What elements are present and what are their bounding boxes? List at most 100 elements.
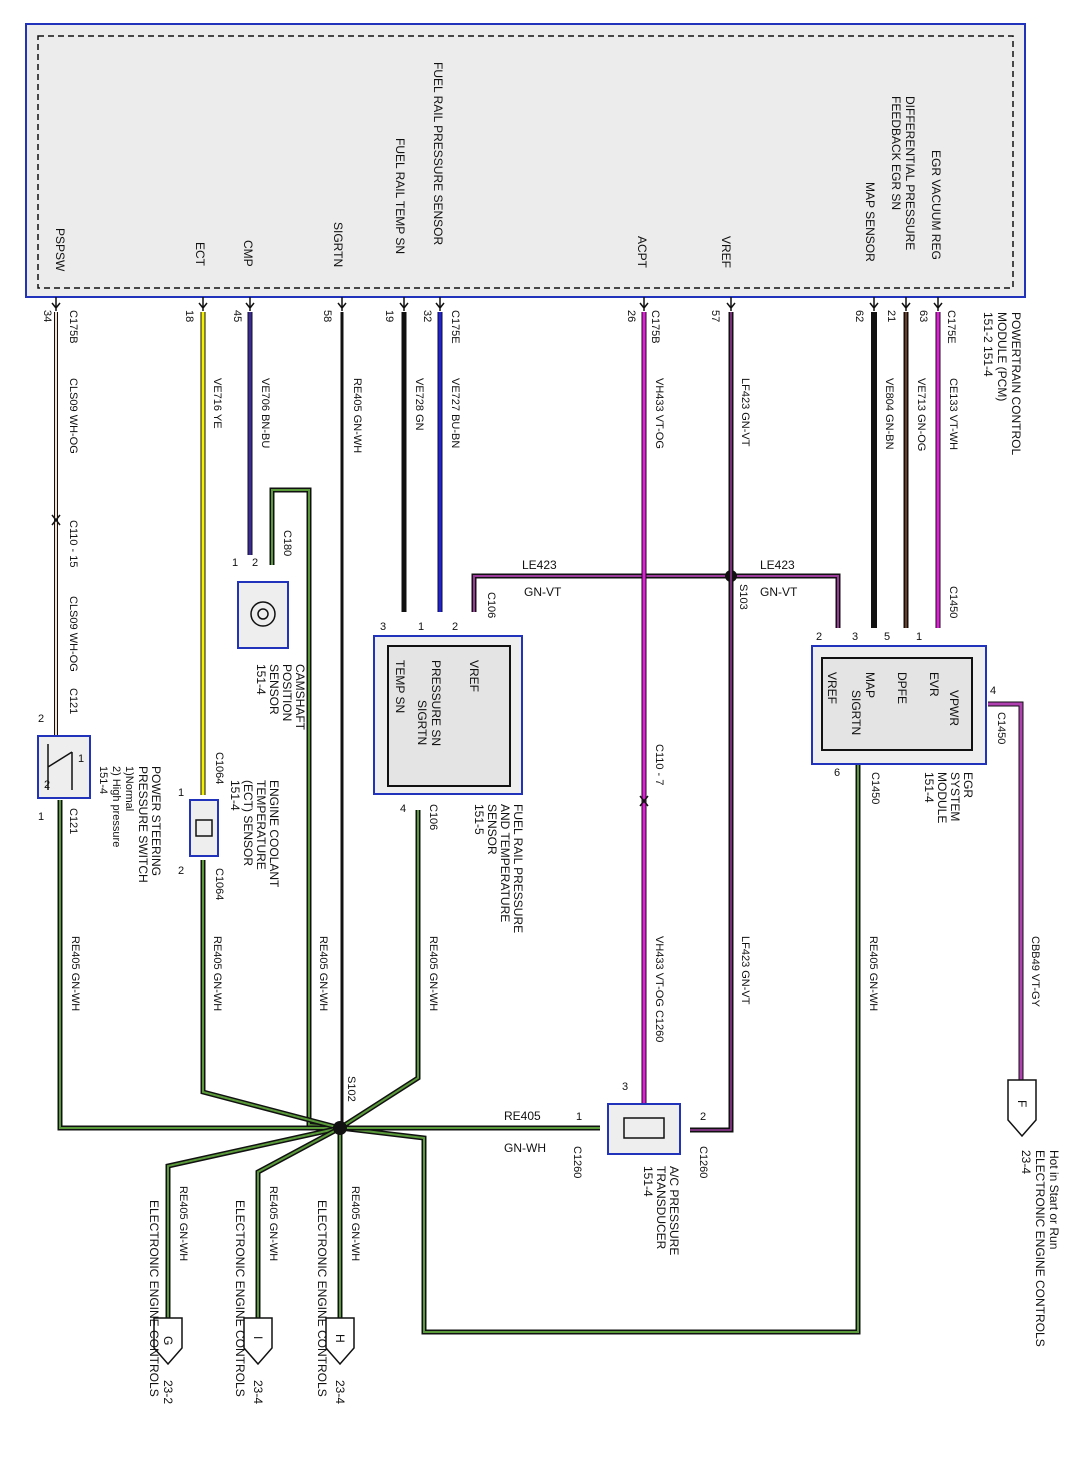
- ref-i-line1: ELECTRONIC ENGINE CONTROLS: [233, 1200, 247, 1397]
- ps-switch-line3: 1)Normal: [123, 766, 135, 811]
- ac-pressure-transducer: C1260 C1260 1 2 3 A/C PRESSURE TRANSDUCE…: [571, 1081, 709, 1255]
- power-steering-switch: 1 2 C121 C121 2 1 POWER STEERING PRESSUR…: [37, 688, 163, 883]
- pcm-title-3: 151-2 151-4: [981, 312, 995, 377]
- c121-pin1: 1: [38, 811, 44, 823]
- egr-pin4: 4: [990, 685, 996, 697]
- c106-pin4: 4: [400, 803, 406, 815]
- ps-switch-line1: POWER STEERING: [149, 766, 163, 876]
- wire-acpt-label: VH433 VT-OG: [653, 378, 665, 449]
- ps-switch-line5: 151-4: [97, 766, 109, 794]
- wire-vref-splice: LE423 GN-VT LE423 GN-VT S103: [471, 558, 841, 628]
- egr-module-line4: 151-4: [922, 772, 936, 803]
- ref-h: H ELECTRONIC ENGINE CONTROLS 23-4: [315, 1200, 355, 1404]
- cmp-sensor-line2: POSITION: [280, 664, 294, 721]
- wire-cmp: VE706 BN-BU: [247, 312, 271, 555]
- ac-line2: TRANSDUCER: [654, 1166, 668, 1250]
- ref-i-letter: I: [251, 1336, 265, 1339]
- pcm-pinnum-18: 18: [183, 310, 195, 322]
- wire-ect-label: VE716 YE: [211, 378, 223, 429]
- ref-g: G ELECTRONIC ENGINE CONTROLS 23-2: [147, 1200, 183, 1404]
- c1260-right: C1260: [697, 1146, 709, 1178]
- ground-wires: S102 RE405 GN-WH RE405 GN-WH RE405 GN-WH…: [57, 800, 600, 1318]
- c1450-right: C1450: [995, 712, 1007, 744]
- c1450-bot: C1450: [869, 772, 881, 804]
- ect-sensor-line2: TEMPERATURE: [254, 780, 268, 870]
- c1064-top: C1064: [213, 752, 225, 784]
- pcm-pin-dpfe: DIFFERENTIAL PRESSURE: [903, 96, 917, 250]
- pcm-pin-frts: FUEL RAIL TEMP SN: [393, 138, 407, 254]
- wire-cmp-label: VE706 BN-BU: [259, 378, 271, 448]
- frp-int-sigrtn: SIGRTN: [415, 700, 429, 745]
- wire-vpwr-label: CBB49 VT-GY: [1029, 936, 1041, 1008]
- fuel-rail-sensor: VREF PRESSURE SN SIGRTN TEMP SN C106 C10…: [373, 592, 525, 933]
- wire-pspsw-label: CLS09 WH-OG: [67, 378, 79, 454]
- gnd-label-pssw: RE405 GN-WH: [69, 936, 81, 1011]
- c1260-pin2: 2: [700, 1111, 706, 1123]
- egr-module: VPWR EVR DPFE MAP SIGRTN VREF C1450 C145…: [811, 586, 1007, 823]
- c106-pin2: 2: [452, 621, 458, 633]
- c1450-top: C1450: [947, 586, 959, 618]
- c180-pin1: 1: [232, 557, 238, 569]
- c1064-pin1: 1: [178, 787, 184, 799]
- ref-h-letter: H: [333, 1334, 347, 1343]
- splice-s103-label: S103: [737, 584, 749, 610]
- c180-label: C180: [281, 530, 293, 556]
- wire-pspsw: CLS09 WH-OG C110 - 15 CLS09 WH-OG: [51, 312, 79, 737]
- ps-switch-line4: 2) High pressure: [110, 766, 122, 847]
- wire-dpfe: VE713 GN-OG: [903, 312, 927, 628]
- pcm-pinnum-32: 32: [421, 310, 433, 322]
- pcm-pinnum-62: 62: [853, 310, 865, 322]
- egr-pin6: 6: [834, 767, 840, 779]
- egr-module-line3: MODULE: [935, 772, 949, 823]
- c1260-pin1: 1: [576, 1111, 582, 1123]
- pcm-pin-ect: ECT: [193, 242, 207, 267]
- pcm-title-1: POWERTRAIN CONTROL: [1009, 312, 1023, 455]
- gnd-label-ac-top: RE405: [504, 1109, 541, 1123]
- pcm-pinnum-57: 57: [709, 310, 721, 322]
- splice-left-bot: GN-VT: [524, 585, 562, 599]
- ac-line1: A/C PRESSURE: [667, 1166, 681, 1255]
- egr-pin2: 2: [816, 631, 822, 643]
- wire-fuel-temp-label: VE728 GN: [413, 378, 425, 431]
- pcm-pin-acpt: ACPT: [635, 236, 649, 269]
- pcm-title-2: MODULE (PCM): [995, 312, 1009, 401]
- egr-int-map: MAP: [863, 672, 877, 698]
- wire-vref: LF423 GN-VT LF423 GN-VT: [690, 312, 751, 1133]
- ref-i: I ELECTRONIC ENGINE CONTROLS 23-4: [233, 1200, 273, 1404]
- frp-sensor-line4: 151-5: [472, 804, 486, 835]
- pcm-pinnum-58: 58: [321, 310, 333, 322]
- wire-vpwr: CBB49 VT-GY: [988, 701, 1041, 1080]
- frp-sensor-line2: AND TEMPERATURE: [498, 804, 512, 922]
- wire-egr-ground: RE405 GN-WH: [339, 755, 879, 1335]
- wire-dpfe-label: VE713 GN-OG: [915, 378, 927, 451]
- ref-g-line1: ELECTRONIC ENGINE CONTROLS: [147, 1200, 161, 1397]
- pcm-pin-evr: EGR VACUUM REG: [929, 150, 943, 260]
- egr-int-sigrtn: SIGRTN: [849, 690, 863, 735]
- cmp-sensor-line1: CAMSHAFT: [293, 664, 307, 731]
- pcm-pinnum-19: 19: [383, 310, 395, 322]
- pcm-conn-c175e-a: C175E: [449, 310, 461, 344]
- wire-map-label: VE804 GN-BN: [883, 378, 895, 450]
- wire-vref-label-2: LF423 GN-VT: [739, 936, 751, 1005]
- gnd-label-ect: RE405 GN-WH: [211, 936, 223, 1011]
- sw-pin1: 1: [78, 753, 84, 765]
- cmp-sensor-line4: 151-4: [254, 664, 268, 695]
- wire-fuel-press-label: VE727 BU-BN: [449, 378, 461, 448]
- pcm-module: POWERTRAIN CONTROL MODULE (PCM) 151-2 15…: [25, 23, 1026, 455]
- c1260-left: C1260: [571, 1146, 583, 1178]
- ref-f-line1: Hot in Start or Run: [1047, 1150, 1061, 1249]
- egr-module-line2: SYSTEM: [948, 772, 962, 821]
- wire-ect: VE716 YE: [200, 312, 223, 795]
- pcm-pinnum-34: 34: [41, 310, 53, 322]
- pcm-pin-map: MAP SENSOR: [863, 182, 877, 262]
- wire-evr: CE133 VT-WH: [935, 312, 959, 628]
- splice-right-bot: GN-VT: [760, 585, 798, 599]
- ect-sensor-line3: (ECT) SENSOR: [241, 780, 255, 866]
- gnd-label-i: RE405 GN-WH: [267, 1186, 279, 1261]
- ref-f-letter: F: [1015, 1100, 1029, 1107]
- egr-pin5: 5: [884, 631, 890, 643]
- c106-top: C106: [485, 592, 497, 618]
- wire-egr-ground-label: RE405 GN-WH: [867, 936, 879, 1011]
- pcm-conn-c175e-b: C175E: [945, 310, 957, 344]
- egr-pin1: 1: [916, 631, 922, 643]
